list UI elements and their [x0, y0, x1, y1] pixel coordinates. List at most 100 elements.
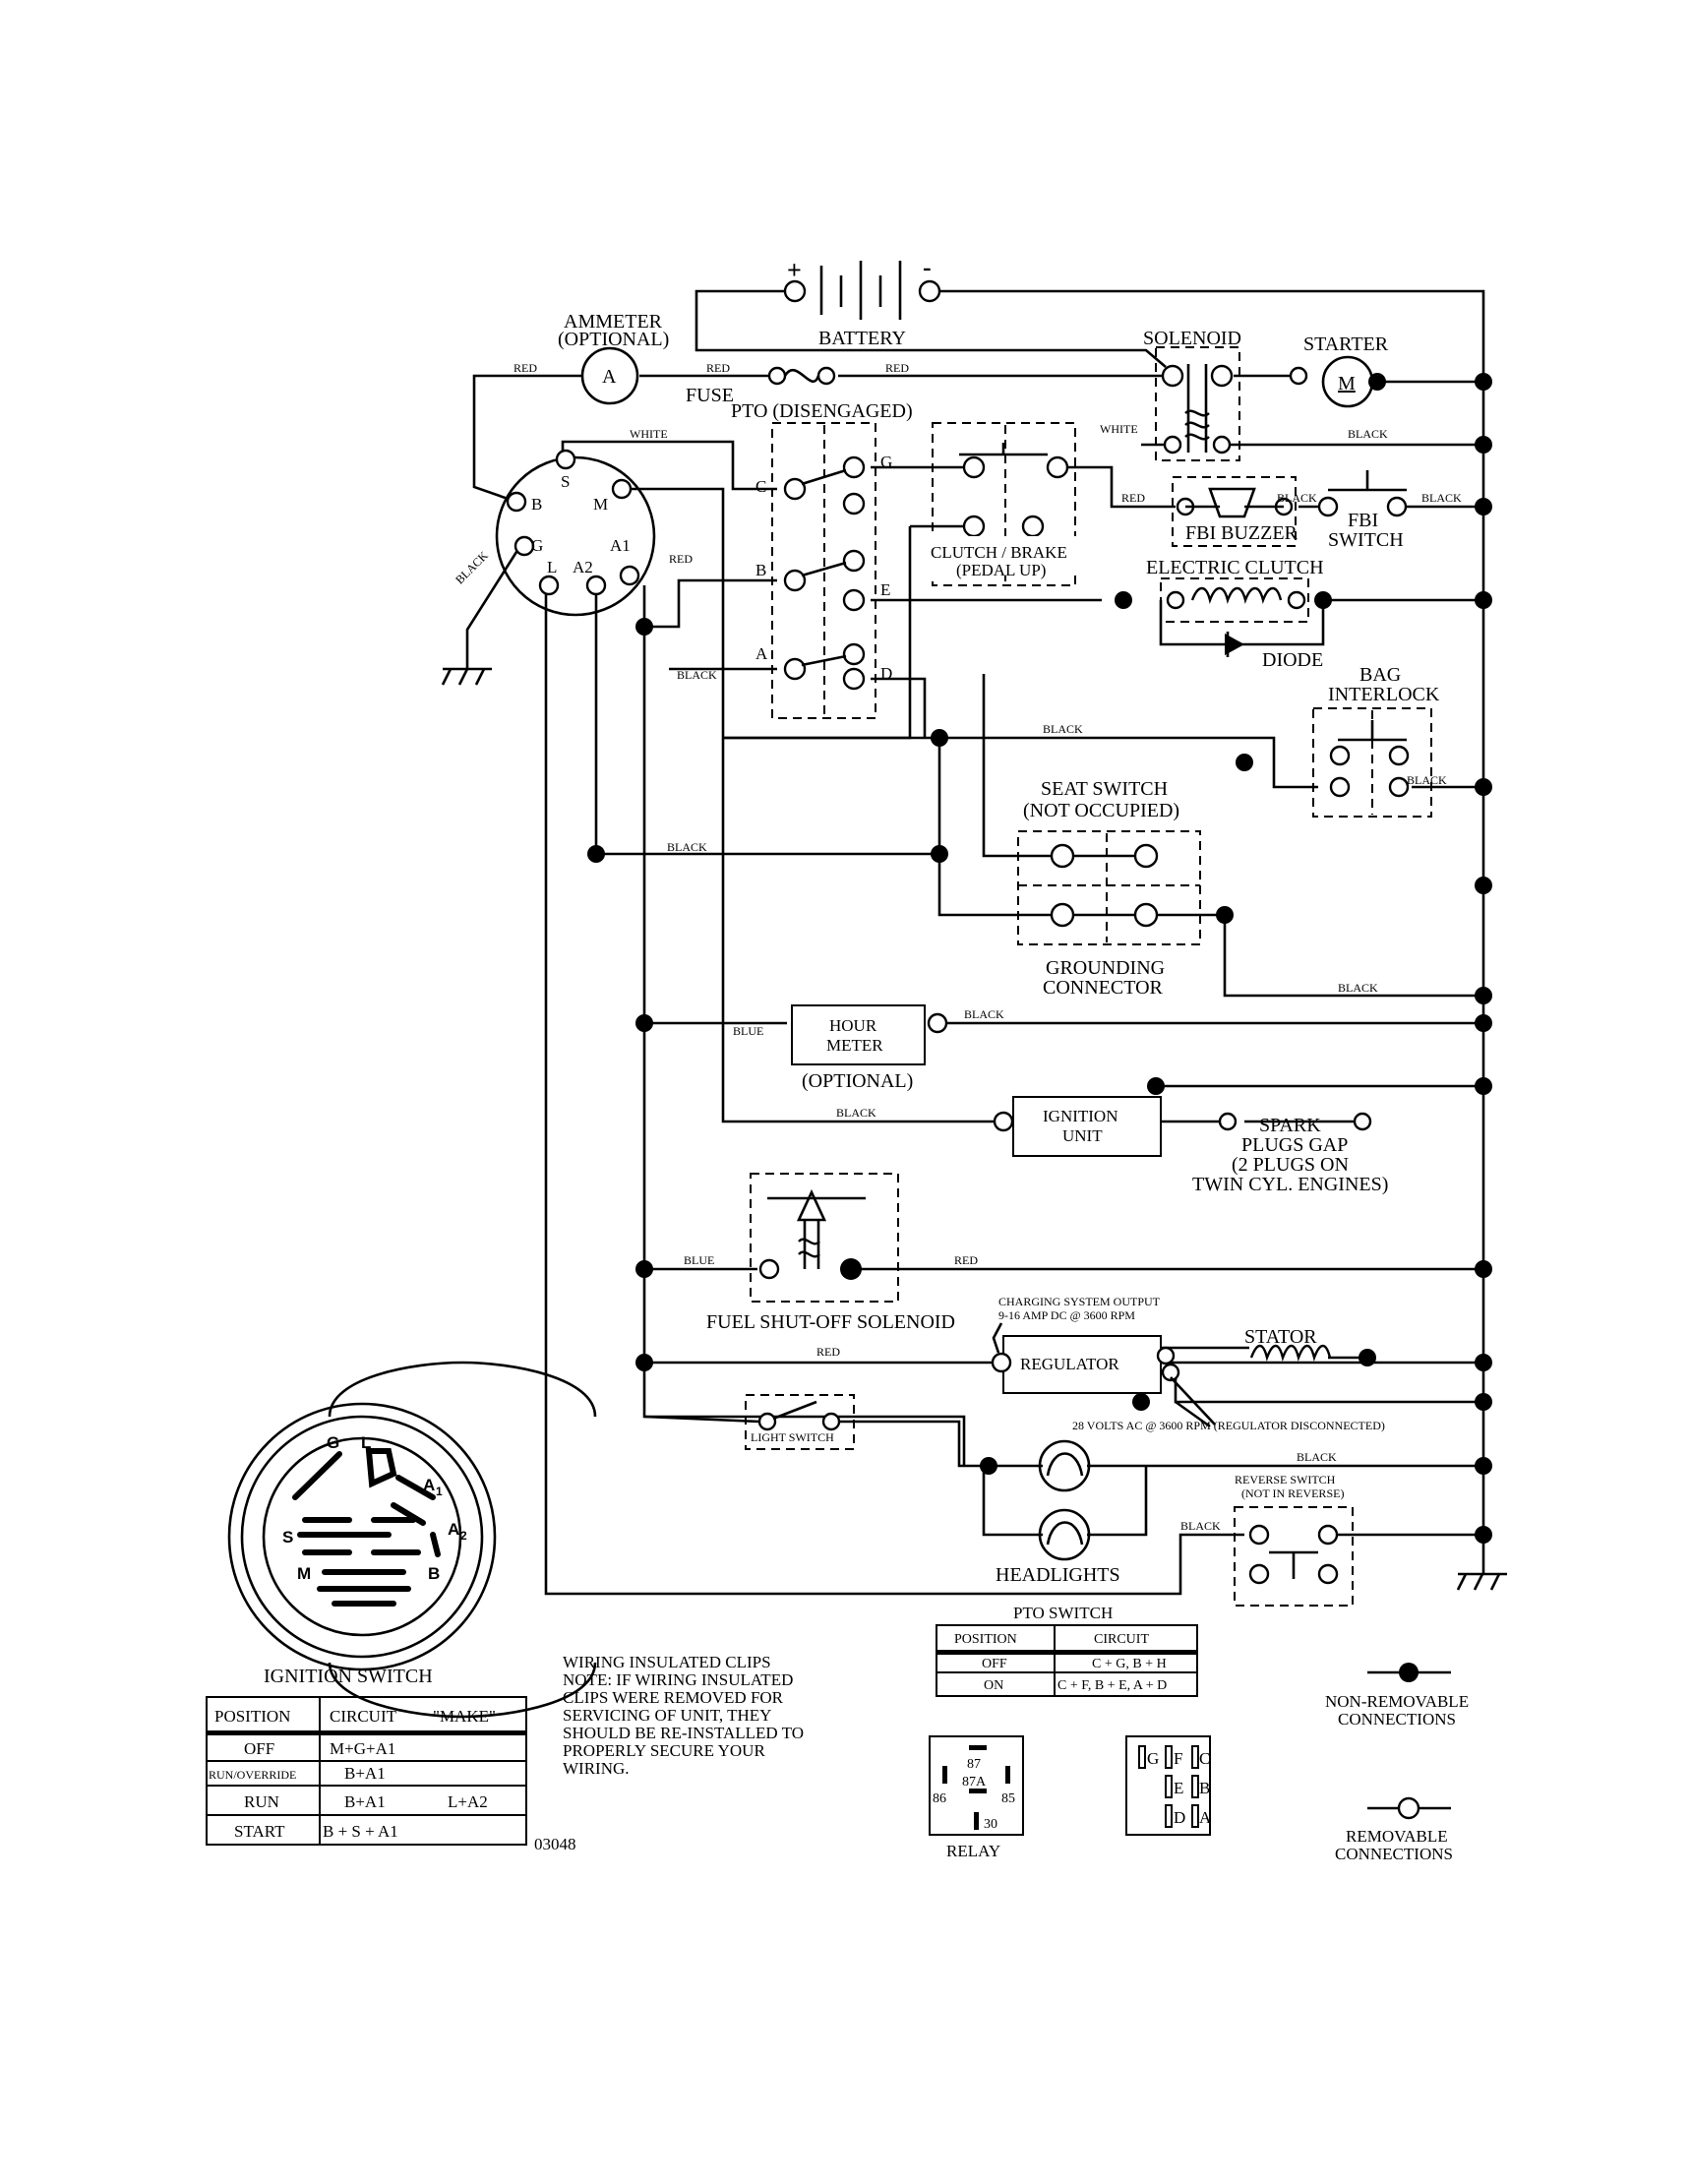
svg-text:METER: METER — [826, 1036, 883, 1055]
svg-text:OFF: OFF — [982, 1657, 1007, 1671]
legend-removable: REMOVABLE — [1346, 1827, 1448, 1846]
svg-text:1: 1 — [436, 1485, 443, 1498]
svg-text:WIRING INSULATED CLIPS: WIRING INSULATED CLIPS — [563, 1653, 771, 1671]
svg-text:G: G — [880, 453, 892, 471]
svg-text:BLACK: BLACK — [836, 1106, 876, 1120]
ignition-table: POSITION CIRCUIT "MAKE" OFF M+G+A1 RUN/O… — [206, 1696, 576, 1853]
svg-text:30: 30 — [984, 1817, 997, 1832]
svg-text:86: 86 — [933, 1791, 946, 1806]
svg-text:D: D — [880, 664, 892, 683]
svg-text:L+A2: L+A2 — [448, 1792, 488, 1811]
svg-text:E: E — [880, 580, 890, 599]
svg-text:WHITE: WHITE — [1100, 422, 1138, 436]
svg-text:B + S + A1: B + S + A1 — [323, 1822, 398, 1841]
svg-text:A: A — [1199, 1808, 1212, 1827]
wiring-note: WIRING INSULATED CLIPS NOTE: IF WIRING I… — [563, 1653, 804, 1778]
svg-text:RED: RED — [706, 361, 730, 375]
regulator-label: REGULATOR — [1020, 1355, 1119, 1373]
ignition-switch-schematic: S M B G L A2 A1 — [495, 449, 656, 617]
svg-text:G: G — [1147, 1749, 1159, 1768]
svg-text:M: M — [593, 495, 608, 514]
svg-text:BLACK: BLACK — [1338, 981, 1378, 995]
svg-text:BLUE: BLUE — [733, 1024, 763, 1038]
svg-text:B: B — [755, 561, 766, 579]
junction-dots — [587, 373, 1492, 1544]
svg-text:BLACK: BLACK — [1421, 491, 1462, 505]
svg-text:87: 87 — [967, 1757, 981, 1772]
ignition-unit-label: IGNITION — [1043, 1107, 1117, 1125]
svg-text:85: 85 — [1001, 1791, 1015, 1806]
svg-text:F: F — [1174, 1749, 1182, 1768]
grounding-connector-label: GROUNDING — [1046, 957, 1165, 979]
svg-text:SERVICING OF UNIT, THEY: SERVICING OF UNIT, THEY — [563, 1706, 771, 1725]
svg-text:C + F, B + E, A + D: C + F, B + E, A + D — [1057, 1678, 1167, 1693]
diagram-id: 03048 — [534, 1835, 576, 1853]
ammeter: A AMMETER (OPTIONAL) — [558, 311, 669, 405]
svg-text:C: C — [1199, 1749, 1210, 1768]
diode: DIODE — [1225, 632, 1323, 671]
svg-text:RUN/OVERRIDE: RUN/OVERRIDE — [209, 1768, 296, 1782]
clutch-brake-switch: CLUTCH / BRAKE (PEDAL UP) — [910, 422, 1084, 586]
reverse-switch-label: REVERSE SWITCH — [1235, 1473, 1336, 1486]
svg-text:D: D — [1174, 1808, 1185, 1827]
seat-switch-label: SEAT SWITCH — [1041, 778, 1168, 800]
svg-text:BLACK: BLACK — [677, 668, 717, 682]
wires — [465, 289, 1485, 1596]
svg-text:87A: 87A — [962, 1775, 987, 1790]
svg-text:BLACK: BLACK — [964, 1007, 1004, 1021]
relay-label: RELAY — [946, 1842, 1000, 1860]
svg-text:CIRCUIT: CIRCUIT — [1094, 1632, 1149, 1647]
fuel-shutoff-solenoid: FUEL SHUT-OFF SOLENOID — [706, 1173, 955, 1333]
svg-text:RED: RED — [1121, 491, 1145, 505]
svg-text:A: A — [602, 366, 617, 388]
ignition-switch-title: IGNITION SWITCH — [264, 1666, 433, 1687]
svg-text:C + G, B + H: C + G, B + H — [1092, 1657, 1167, 1671]
ammeter-label: AMMETER — [564, 311, 663, 333]
grounding-connector-sub: CONNECTOR — [1043, 977, 1164, 999]
clutch-brake-sub: (PEDAL UP) — [956, 561, 1046, 579]
fbi-switch: FBI SWITCH — [1317, 470, 1408, 551]
battery-plus: + — [787, 256, 802, 284]
seat-switch-sub: (NOT OCCUPIED) — [1023, 800, 1179, 821]
svg-text:B: B — [428, 1564, 440, 1583]
svg-text:A2: A2 — [573, 558, 593, 576]
bag-interlock-sub: INTERLOCK — [1328, 684, 1440, 705]
svg-text:(2 PLUGS ON: (2 PLUGS ON — [1232, 1154, 1349, 1176]
light-switch-label: LIGHT SWITCH — [751, 1430, 834, 1444]
svg-text:S: S — [282, 1528, 293, 1547]
svg-text:CLIPS WERE REMOVED FOR: CLIPS WERE REMOVED FOR — [563, 1688, 784, 1707]
battery-minus: - — [923, 253, 932, 281]
svg-text:START: START — [234, 1822, 285, 1841]
svg-text:WHITE: WHITE — [630, 427, 668, 441]
svg-text:RED: RED — [513, 361, 537, 375]
svg-text:S: S — [561, 472, 570, 491]
ground-symbol-right — [1456, 1572, 1507, 1591]
ground-symbol-left — [441, 667, 492, 686]
svg-text:9-16 AMP DC @ 3600 RPM: 9-16 AMP DC @ 3600 RPM — [998, 1308, 1135, 1322]
ignition-unit: IGNITION UNIT — [993, 1096, 1372, 1157]
electric-clutch: ELECTRIC CLUTCH — [1146, 557, 1324, 623]
svg-text:TWIN CYL. ENGINES): TWIN CYL. ENGINES) — [1192, 1174, 1388, 1195]
svg-text:SHOULD BE RE-INSTALLED TO: SHOULD BE RE-INSTALLED TO — [563, 1724, 804, 1742]
fbi-switch-sub: SWITCH — [1328, 529, 1404, 551]
hour-meter: HOUR METER (OPTIONAL) — [791, 1004, 948, 1092]
headlights-label: HEADLIGHTS — [996, 1564, 1120, 1586]
svg-text:BLACK: BLACK — [1297, 1450, 1337, 1464]
svg-text:B: B — [531, 495, 542, 514]
hour-meter-sub: (OPTIONAL) — [802, 1070, 913, 1092]
svg-text:RED: RED — [954, 1253, 978, 1267]
legend-non-removable: NON-REMOVABLE — [1325, 1692, 1469, 1711]
svg-text:BLACK: BLACK — [453, 548, 491, 586]
pto-table: PTO SWITCH POSITION CIRCUIT OFF C + G, B… — [936, 1604, 1198, 1697]
starter-motor: M STARTER — [1289, 334, 1389, 408]
regulator: REGULATOR CHARGING SYSTEM OUTPUT 9-16 AM… — [991, 1295, 1180, 1394]
starter-label: STARTER — [1303, 334, 1389, 355]
solenoid-label: SOLENOID — [1143, 328, 1241, 349]
svg-text:G: G — [531, 536, 543, 555]
battery: + - BATTERY — [783, 253, 941, 349]
svg-text:2: 2 — [460, 1529, 467, 1543]
seat-switch: SEAT SWITCH (NOT OCCUPIED) GROUNDING CON… — [1017, 778, 1215, 999]
svg-text:L: L — [361, 1433, 371, 1452]
svg-text:C: C — [755, 477, 766, 496]
